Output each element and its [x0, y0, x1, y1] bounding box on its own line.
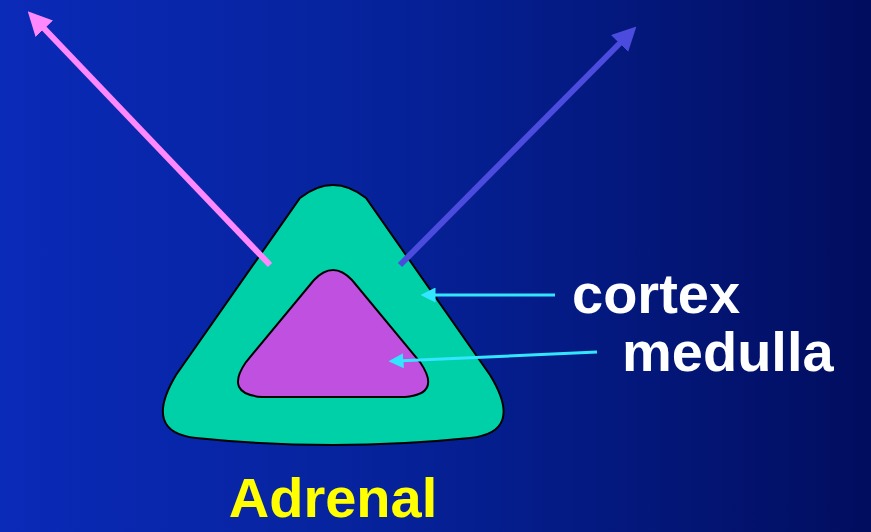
- leader-line: [428, 294, 555, 297]
- cortex-output-arrow: [400, 35, 628, 265]
- adrenal-cortex: [163, 185, 504, 445]
- part-label: cortex: [572, 266, 740, 322]
- medulla-output-arrow: [36, 20, 270, 265]
- part-label: medulla: [622, 324, 834, 380]
- adrenal-medulla: [238, 270, 428, 397]
- leader-line: [396, 352, 597, 361]
- gland-title: Adrenal: [133, 470, 533, 526]
